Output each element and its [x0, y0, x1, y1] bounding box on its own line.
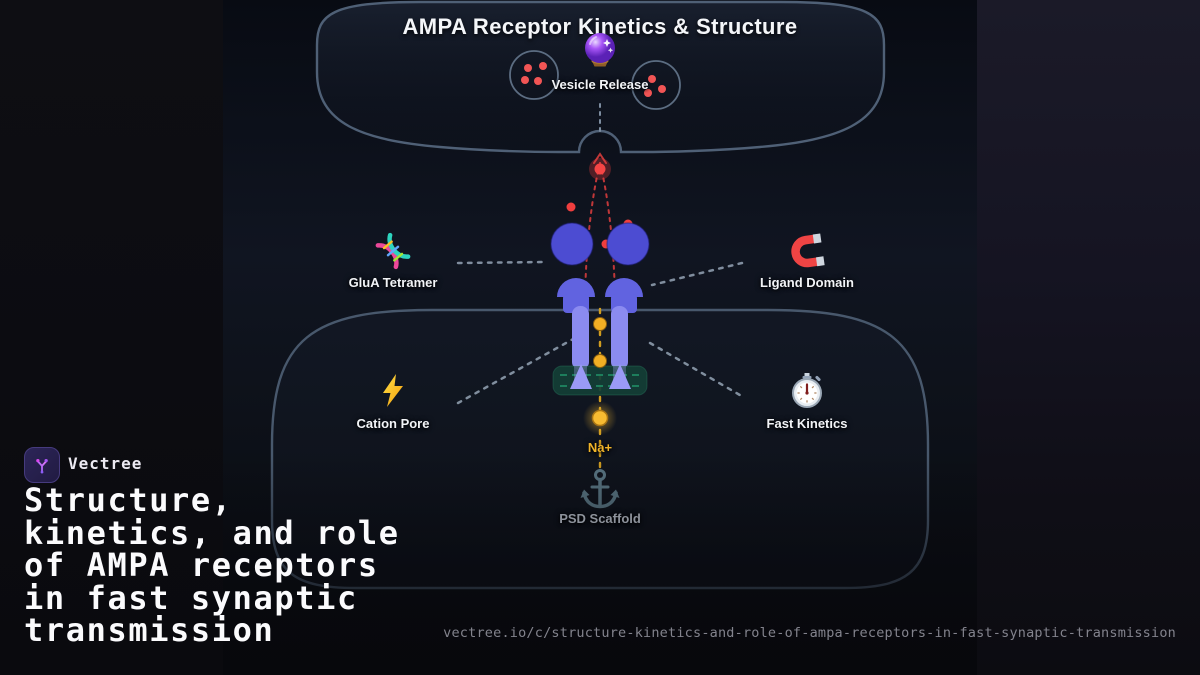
psd-scaffold-label: PSD Scaffold [559, 511, 641, 526]
stopwatch-icon [787, 371, 827, 411]
card-headline: Structure, kinetics, and role of AMPA re… [24, 481, 400, 650]
dna-icon [373, 231, 413, 271]
vesicle-release-label: Vesicle Release [551, 77, 649, 92]
lightning-icon [373, 371, 413, 411]
sodium-ion-label: Na+ [587, 440, 613, 455]
brand-name: Vectree [68, 454, 143, 473]
ligand-domain-label: Ligand Domain [760, 275, 854, 290]
vectree-branch-icon [36, 458, 48, 474]
postsynaptic-density [552, 364, 648, 396]
magnet-icon [787, 231, 827, 271]
synaptic-vesicles [509, 50, 681, 110]
left-backdrop [0, 0, 223, 675]
fast-kinetics-label: Fast Kinetics [766, 416, 848, 431]
cation-pore-label: Cation Pore [356, 416, 430, 431]
label-connectors [456, 260, 747, 405]
sodium-ions [583, 317, 617, 435]
vectree-logo [24, 447, 60, 483]
glua-tetramer-label: GluA Tetramer [348, 275, 438, 290]
presynaptic-membrane [315, 0, 886, 154]
glutamate-diffusion-paths [584, 152, 616, 299]
right-backdrop [977, 0, 1200, 675]
footer-url: vectree.io/c/structure-kinetics-and-role… [443, 625, 1176, 641]
bottom-fade [223, 455, 977, 675]
crystal-ball-icon [580, 30, 620, 70]
ampa-receptor [550, 222, 650, 370]
